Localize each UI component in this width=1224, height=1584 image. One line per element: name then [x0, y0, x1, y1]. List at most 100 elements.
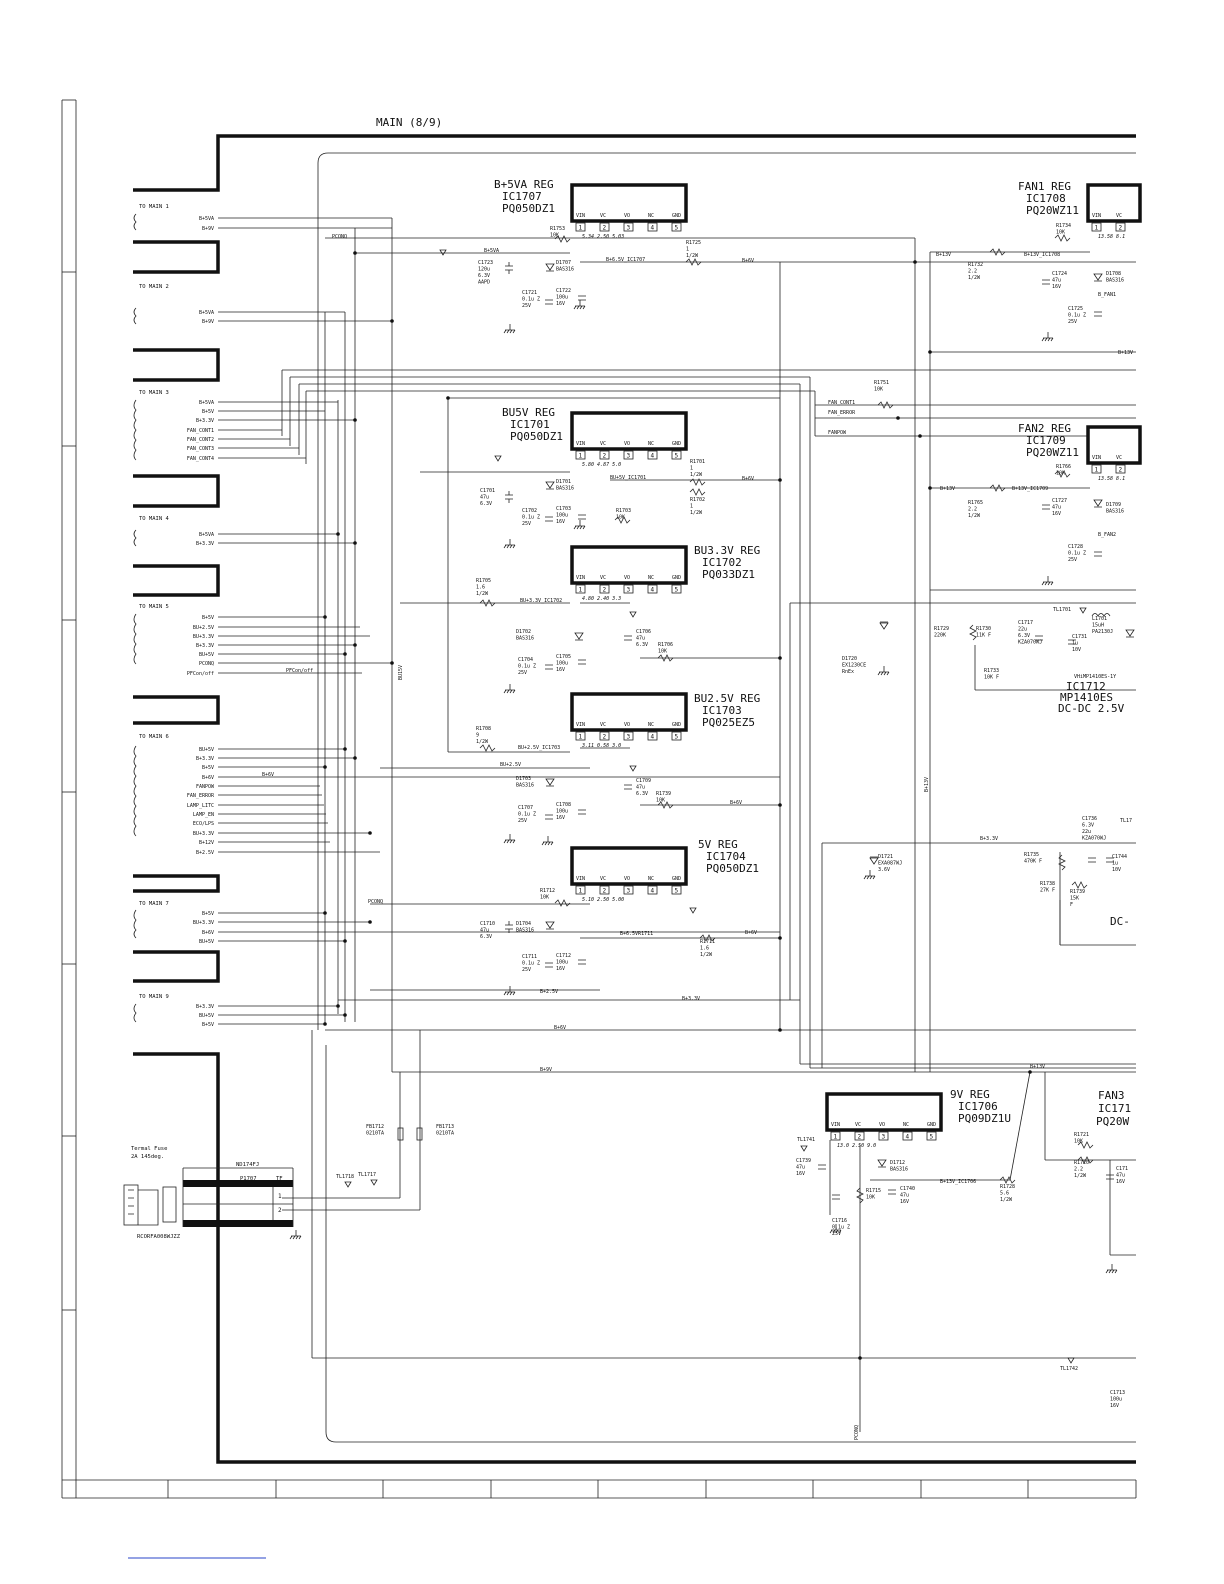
ic1706-pin-label: GND — [927, 1122, 936, 1128]
fuse-tf: TF — [276, 1176, 283, 1182]
ic1712-ref: IC1712 — [1066, 680, 1106, 693]
sheet-title: MAIN (8/9) — [376, 116, 442, 129]
net-b33v-1: B+3.3V — [980, 836, 998, 842]
net-bu5v-1701: BU+5V_IC1701 — [610, 475, 646, 481]
to-main-2-label: TO MAIN 2 — [139, 284, 169, 290]
ic1707-title: B+5VA REG — [494, 178, 554, 191]
to-main-1-label: TO MAIN 1 — [139, 204, 169, 210]
ground-symbol — [503, 324, 516, 334]
to-main-9-pin: B+5V — [202, 1022, 214, 1028]
ic1702-pin-box — [599, 584, 610, 594]
ic1702-voltages: 4.80 2.40 3.3 — [582, 596, 621, 602]
ic1706-pin-label: VO — [879, 1122, 885, 1128]
ic1702-pin-number: 2 — [603, 587, 607, 594]
net-pfcon: PFCon/off — [286, 668, 313, 674]
tp-tl1717: TL1717 — [358, 1172, 376, 1178]
to-main-6-label: TO MAIN 6 — [139, 734, 169, 740]
ic1703-pin-box — [647, 731, 658, 741]
to-main-7-pin: BU+3.3V — [193, 920, 214, 926]
to-main-7-pin: BU+5V — [199, 939, 214, 945]
fan3-part: PQ20W — [1096, 1115, 1129, 1128]
net-fan-cont1: FAN_CONT1 — [828, 400, 855, 406]
ic1704-pin-number: 2 — [603, 888, 607, 895]
tp-tl1718: TL1718 — [336, 1174, 354, 1180]
net-b5va: B+5VA — [484, 248, 499, 254]
ground-symbol — [541, 836, 554, 846]
ic1704-voltages: 5.10 2.50 5.00 — [582, 897, 624, 903]
ic1704-pin-box — [671, 885, 682, 895]
ic1707-pin-box — [575, 222, 586, 232]
net-pconq-2: PCONQ — [368, 899, 383, 905]
to-main-6-pin: BU+3.3V — [193, 831, 214, 837]
to-main-6-pin: FAN_ERROR — [187, 793, 215, 799]
fan3-title: FAN3 — [1098, 1089, 1125, 1102]
ic1708-ref: IC1708 — [1026, 192, 1066, 205]
net-b13v-1706: B+13V_IC1706 — [940, 1179, 976, 1185]
ic1704-pin-label: VIN — [576, 876, 585, 882]
net-b6v-5: B+6V — [554, 1025, 566, 1031]
ic1706-pin-box — [854, 1131, 865, 1141]
net-b13v-vert: B+13V — [924, 777, 930, 792]
ic1709-voltages: 13.58 8.1 — [1098, 476, 1125, 482]
ic1703-pin-number: 1 — [579, 734, 583, 741]
ic1709-body — [1086, 425, 1142, 465]
ground-symbol — [573, 520, 586, 530]
ic1702-pin-label: VC — [600, 575, 606, 581]
net-b13v-4: B+13V — [1030, 1064, 1045, 1070]
to-main-5-pin: BU+3.3V — [193, 634, 214, 640]
ic1707-pin-number: 4 — [651, 225, 655, 232]
ic1702-pin-box — [671, 584, 682, 594]
ic1701-voltages: 5.80 4.87 5.0 — [582, 462, 621, 468]
ground-symbol — [503, 539, 516, 549]
ic1704-pin-box — [575, 885, 586, 895]
ic1703-voltages: 3.11 0.58 3.0 — [581, 743, 621, 749]
ground-symbol — [289, 1230, 302, 1240]
test-points: TL1718 TL1717 TL1741 TL1742 TL1701 TL17 — [336, 249, 1132, 1372]
ic1709-part: PQ20WZ11 — [1026, 446, 1079, 459]
ic1704-pin-label: VC — [600, 876, 606, 882]
ic1708-pin-label: VC — [1116, 213, 1122, 219]
to-main-6-pin: B+3.3V — [196, 756, 214, 762]
ic1707-pin-label: GND — [672, 213, 681, 219]
to-main-7-pin: B+6V — [202, 930, 214, 936]
ic1702-pin-label: GND — [672, 575, 681, 581]
dcdc-2-title: DC- — [1110, 915, 1130, 928]
to-main-4-pin: B+5VA — [199, 532, 214, 538]
ic1712-title: DC-DC 2.5V — [1058, 702, 1125, 715]
ic1703-pin-box — [599, 731, 610, 741]
ic1708-body — [1086, 183, 1142, 223]
ic1703-body — [570, 692, 688, 732]
ic1707-pin-number: 1 — [579, 225, 583, 232]
ic1706-pin-number: 4 — [906, 1134, 910, 1141]
ic1706-body — [825, 1092, 943, 1132]
to-main-3-pin: FAN_CONT4 — [187, 456, 214, 462]
ic1704-pin-number: 4 — [651, 888, 655, 895]
ic1702-pin-box — [623, 584, 634, 594]
ground-symbol — [573, 300, 586, 310]
ic1706-pin-box — [926, 1131, 937, 1141]
ic1701-pin-label: VO — [624, 441, 630, 447]
to-main-3-pin: B+5VA — [199, 400, 214, 406]
ground-symbol — [1105, 1264, 1118, 1274]
ic1704-pin-box — [599, 885, 610, 895]
fuse-note-1: Termal Fuse — [131, 1146, 167, 1152]
ic1704-pin-label: GND — [672, 876, 681, 882]
ic1708-pin-number: 2 — [1119, 225, 1123, 232]
ic1701-pin-label: NC — [648, 441, 654, 447]
ic1701-pin-number: 4 — [651, 453, 655, 460]
to-main-4-label: TO MAIN 4 — [139, 516, 169, 522]
